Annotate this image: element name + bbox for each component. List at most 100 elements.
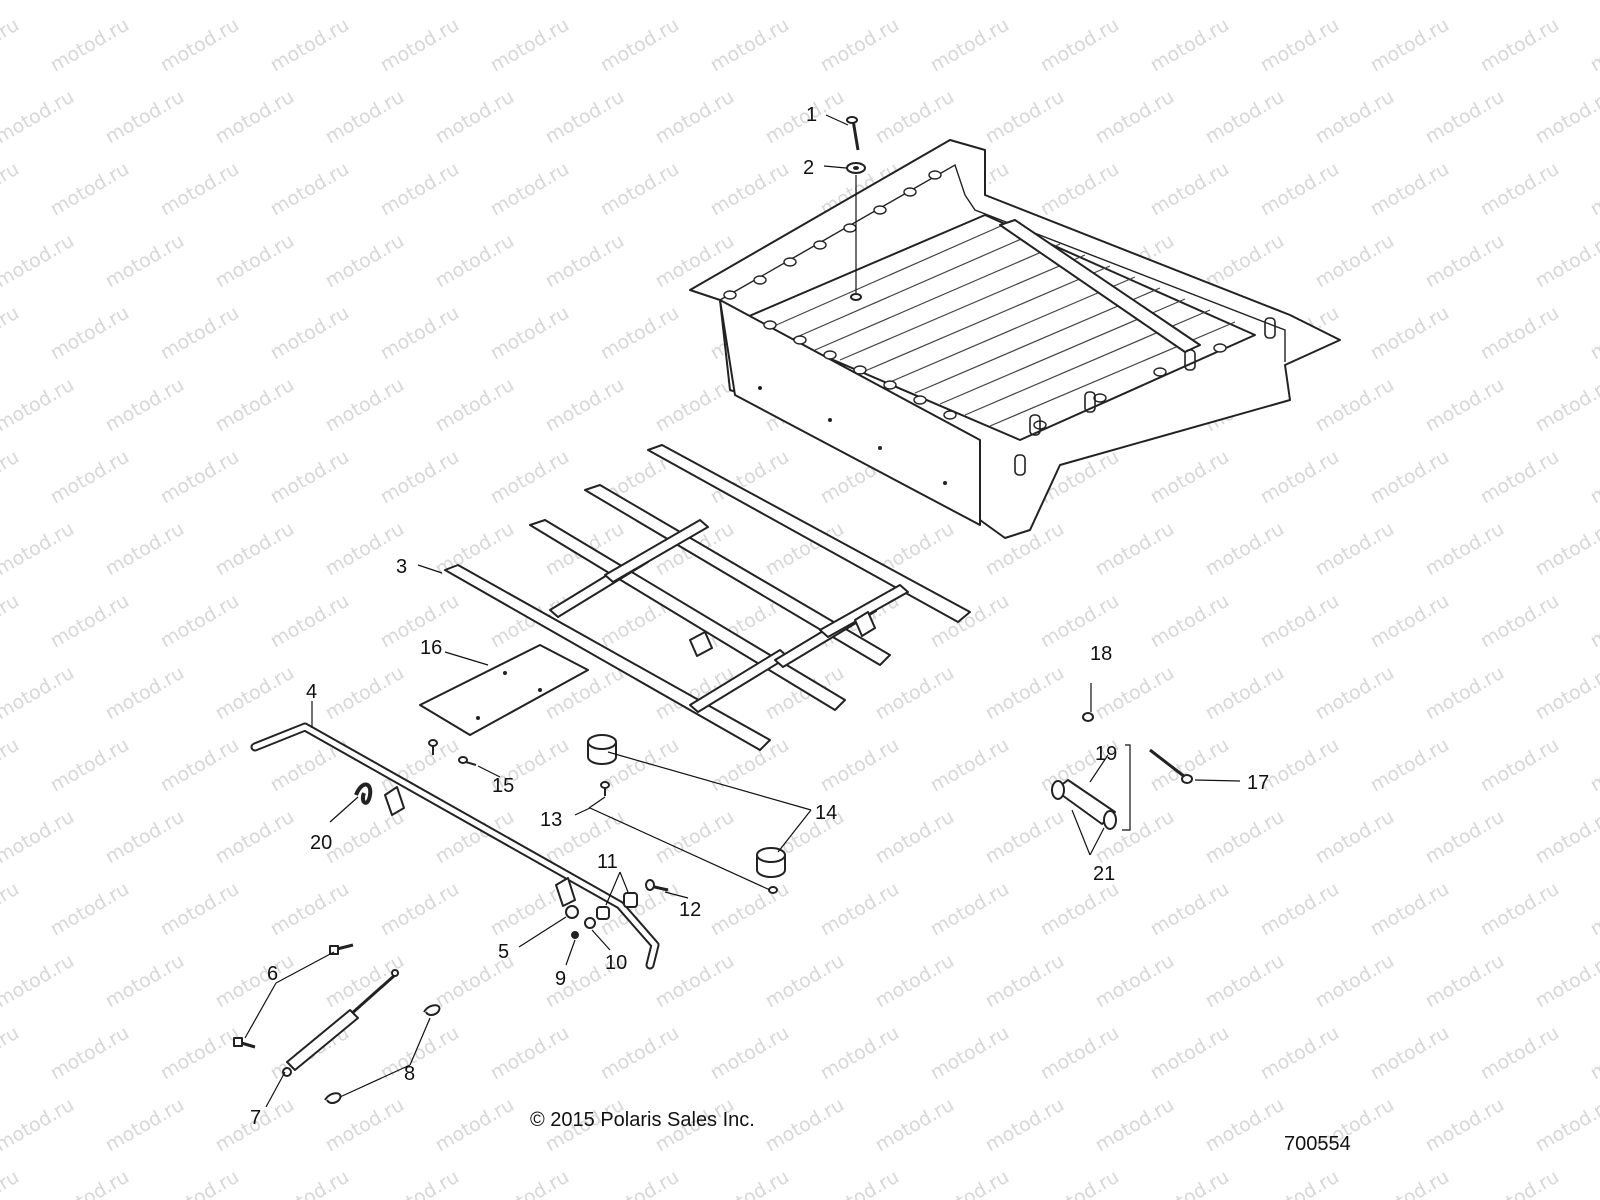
watermark-text: motod.ru <box>982 806 1068 869</box>
watermark-text: motod.ru <box>1367 878 1453 941</box>
watermark-text: motod.ru <box>0 518 78 581</box>
watermark-text: motod.ru <box>0 0 78 4</box>
watermark-text: motod.ru <box>1202 1094 1288 1157</box>
watermark-text: motod.ru <box>377 446 463 509</box>
right-assembly <box>1051 712 1193 830</box>
watermark-text: motod.ru <box>817 14 903 77</box>
watermark-text: motod.ru <box>432 230 518 293</box>
watermark-text: motod.ru <box>1422 518 1508 581</box>
watermark-text: motod.ru <box>102 0 188 4</box>
watermark-text: motod.ru <box>1587 14 1600 77</box>
watermark-text: motod.ru <box>1532 1094 1600 1157</box>
watermark-text: motod.ru <box>707 158 793 221</box>
watermark-text: motod.ru <box>0 878 23 941</box>
watermark-text: motod.ru <box>102 518 188 581</box>
callout-7: 7 <box>250 1107 261 1129</box>
watermark-text: motod.ru <box>872 806 958 869</box>
watermark-text: motod.ru <box>817 1022 903 1085</box>
hardware-group <box>565 879 669 939</box>
watermark-text: motod.ru <box>47 302 133 365</box>
watermark-text: motod.ru <box>1202 230 1288 293</box>
watermark-text: motod.ru <box>1147 1022 1233 1085</box>
watermark-text: motod.ru <box>1532 518 1600 581</box>
cargo-box <box>689 139 1341 539</box>
floor-ribs <box>764 221 1236 427</box>
watermark-text: motod.ru <box>927 1022 1013 1085</box>
watermark-text: motod.ru <box>1202 86 1288 149</box>
watermark-text: motod.ru <box>0 446 23 509</box>
watermark-text: motod.ru <box>1367 734 1453 797</box>
watermark-text: motod.ru <box>267 1166 353 1200</box>
watermark-text: motod.ru <box>102 806 188 869</box>
callout-8: 8 <box>404 1063 415 1085</box>
watermark-text: motod.ru <box>1037 878 1123 941</box>
washer-2 <box>846 162 866 174</box>
watermark-text: motod.ru <box>322 86 408 149</box>
watermark-text: motod.ru <box>157 1022 243 1085</box>
copyright-notice: © 2015 Polaris Sales Inc. <box>530 1109 755 1131</box>
watermark-text: motod.ru <box>47 446 133 509</box>
watermark-text: motod.ru <box>1367 590 1453 653</box>
watermark-text: motod.ru <box>1202 950 1288 1013</box>
watermark-text: motod.ru <box>0 1094 78 1157</box>
watermark-text: motod.ru <box>1587 1166 1600 1200</box>
watermark-text: motod.ru <box>762 86 848 149</box>
watermark-text: motod.ru <box>102 86 188 149</box>
watermark-text: motod.ru <box>1092 1094 1178 1157</box>
watermark-text: motod.ru <box>1532 86 1600 149</box>
watermark-text: motod.ru <box>1477 734 1563 797</box>
watermark-text: motod.ru <box>872 662 958 725</box>
watermark-text: motod.ru <box>267 878 353 941</box>
watermark-text: motod.ru <box>762 0 848 4</box>
watermark-text: motod.ru <box>707 1166 793 1200</box>
watermark-text: motod.ru <box>1587 158 1600 221</box>
clips-8 <box>324 1004 441 1104</box>
callout-12: 12 <box>679 899 701 921</box>
watermark-text: motod.ru <box>102 230 188 293</box>
watermark-text: motod.ru <box>47 158 133 221</box>
watermark-text: motod.ru <box>487 1022 573 1085</box>
watermark-text: motod.ru <box>267 590 353 653</box>
watermark-text: motod.ru <box>157 878 243 941</box>
watermark-text: motod.ru <box>212 518 298 581</box>
callout-14: 14 <box>815 802 837 824</box>
watermark-text: motod.ru <box>1257 734 1343 797</box>
watermark-text: motod.ru <box>1092 518 1178 581</box>
watermark-text: motod.ru <box>212 662 298 725</box>
watermark-text: motod.ru <box>1477 590 1563 653</box>
watermark-text: motod.ru <box>1312 0 1398 4</box>
watermark-text: motod.ru <box>1367 14 1453 77</box>
watermark-text: motod.ru <box>377 1166 463 1200</box>
watermark-text: motod.ru <box>487 446 573 509</box>
watermark-text: motod.ru <box>1257 590 1343 653</box>
watermark-text: motod.ru <box>0 1166 23 1200</box>
watermark-text: motod.ru <box>762 950 848 1013</box>
watermark-text: motod.ru <box>1202 518 1288 581</box>
tie-down-loops <box>1014 317 1276 476</box>
callout-15: 15 <box>492 775 514 797</box>
watermark-text: motod.ru <box>267 14 353 77</box>
watermark-text: motod.ru <box>102 1094 188 1157</box>
watermark-text: motod.ru <box>157 302 243 365</box>
watermark-text: motod.ru <box>982 662 1068 725</box>
watermark-text: motod.ru <box>982 950 1068 1013</box>
watermark-text: motod.ru <box>1477 1022 1563 1085</box>
watermark-text: motod.ru <box>1147 878 1233 941</box>
watermark-text: motod.ru <box>157 446 243 509</box>
watermark-text: motod.ru <box>267 158 353 221</box>
callout-9: 9 <box>555 968 566 990</box>
watermark-text: motod.ru <box>157 1166 243 1200</box>
watermark-text: motod.ru <box>1422 374 1508 437</box>
watermark-text: motod.ru <box>47 734 133 797</box>
watermark-text: motod.ru <box>1422 86 1508 149</box>
callout-10: 10 <box>605 952 627 974</box>
watermark-text: motod.ru <box>322 374 408 437</box>
watermark-text: motod.ru <box>1367 446 1453 509</box>
watermark-text: motod.ru <box>982 0 1068 4</box>
callout-3: 3 <box>396 556 407 578</box>
watermark-text: motod.ru <box>1367 1166 1453 1200</box>
watermark-text: motod.ru <box>1587 446 1600 509</box>
watermark-text: motod.ru <box>1532 662 1600 725</box>
rim-holes <box>723 170 1227 430</box>
watermark-text: motod.ru <box>1092 662 1178 725</box>
